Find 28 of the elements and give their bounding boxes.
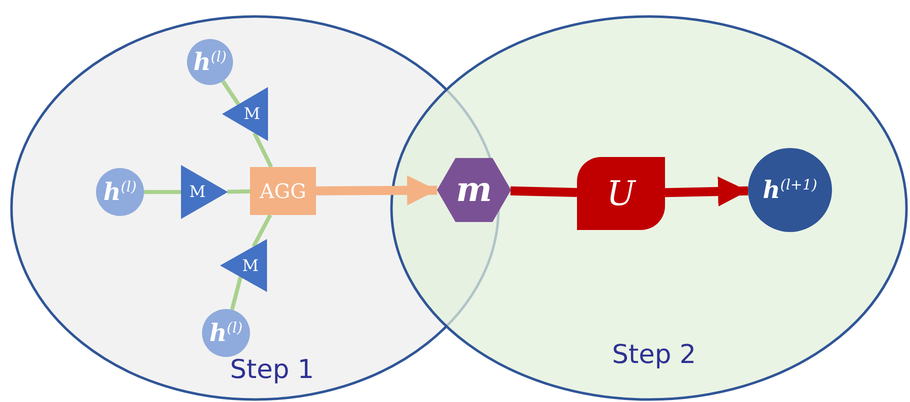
- step-region: [390, 15, 908, 401]
- message-triangle: [222, 87, 268, 141]
- update-box: [577, 157, 665, 230]
- connector-line: [510, 186, 578, 197]
- function-label: M: [242, 258, 259, 274]
- vector-label: h$^{(l)}$: [193, 50, 227, 74]
- vector-label: h$^{(l)}$: [209, 321, 243, 345]
- step-label: Step 2: [612, 340, 696, 370]
- arrow: [316, 175, 438, 206]
- message-triangle: [220, 239, 267, 292]
- vector-label: h$^{(l)}$: [103, 180, 137, 204]
- vector-label: h$^{(l+1)}$: [762, 178, 818, 202]
- function-label: m: [456, 173, 492, 207]
- function-label: U: [606, 176, 636, 210]
- function-label: M: [189, 184, 206, 200]
- step-label: Step 1: [230, 355, 314, 385]
- connector-line: [252, 132, 273, 168]
- connector-line: [227, 189, 250, 194]
- message-triangle: [181, 165, 228, 219]
- connector-line: [252, 214, 272, 248]
- aggregate-label: AGG: [260, 181, 306, 201]
- message-hexagon: [437, 158, 511, 222]
- connector-line: [144, 190, 181, 194]
- connector-line: [230, 276, 242, 310]
- connector-line: [221, 80, 240, 106]
- function-label: M: [244, 106, 260, 122]
- arrow: [664, 176, 748, 206]
- aggregate-box: [250, 167, 316, 215]
